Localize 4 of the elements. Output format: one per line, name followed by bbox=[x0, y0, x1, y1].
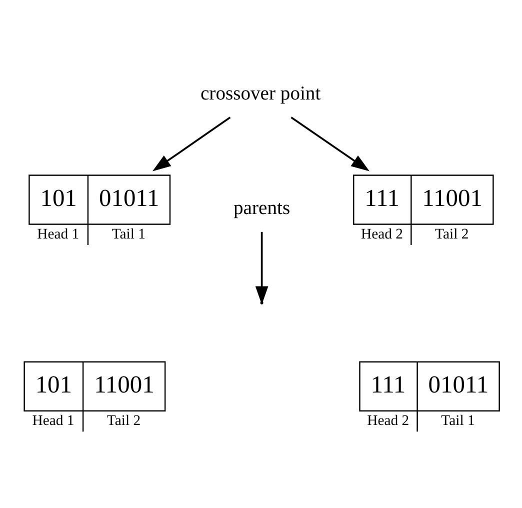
arrow bbox=[290, 116, 369, 171]
node-text: parents bbox=[233, 198, 290, 219]
arrow bbox=[152, 116, 230, 171]
node-text: crossover point bbox=[200, 83, 320, 104]
